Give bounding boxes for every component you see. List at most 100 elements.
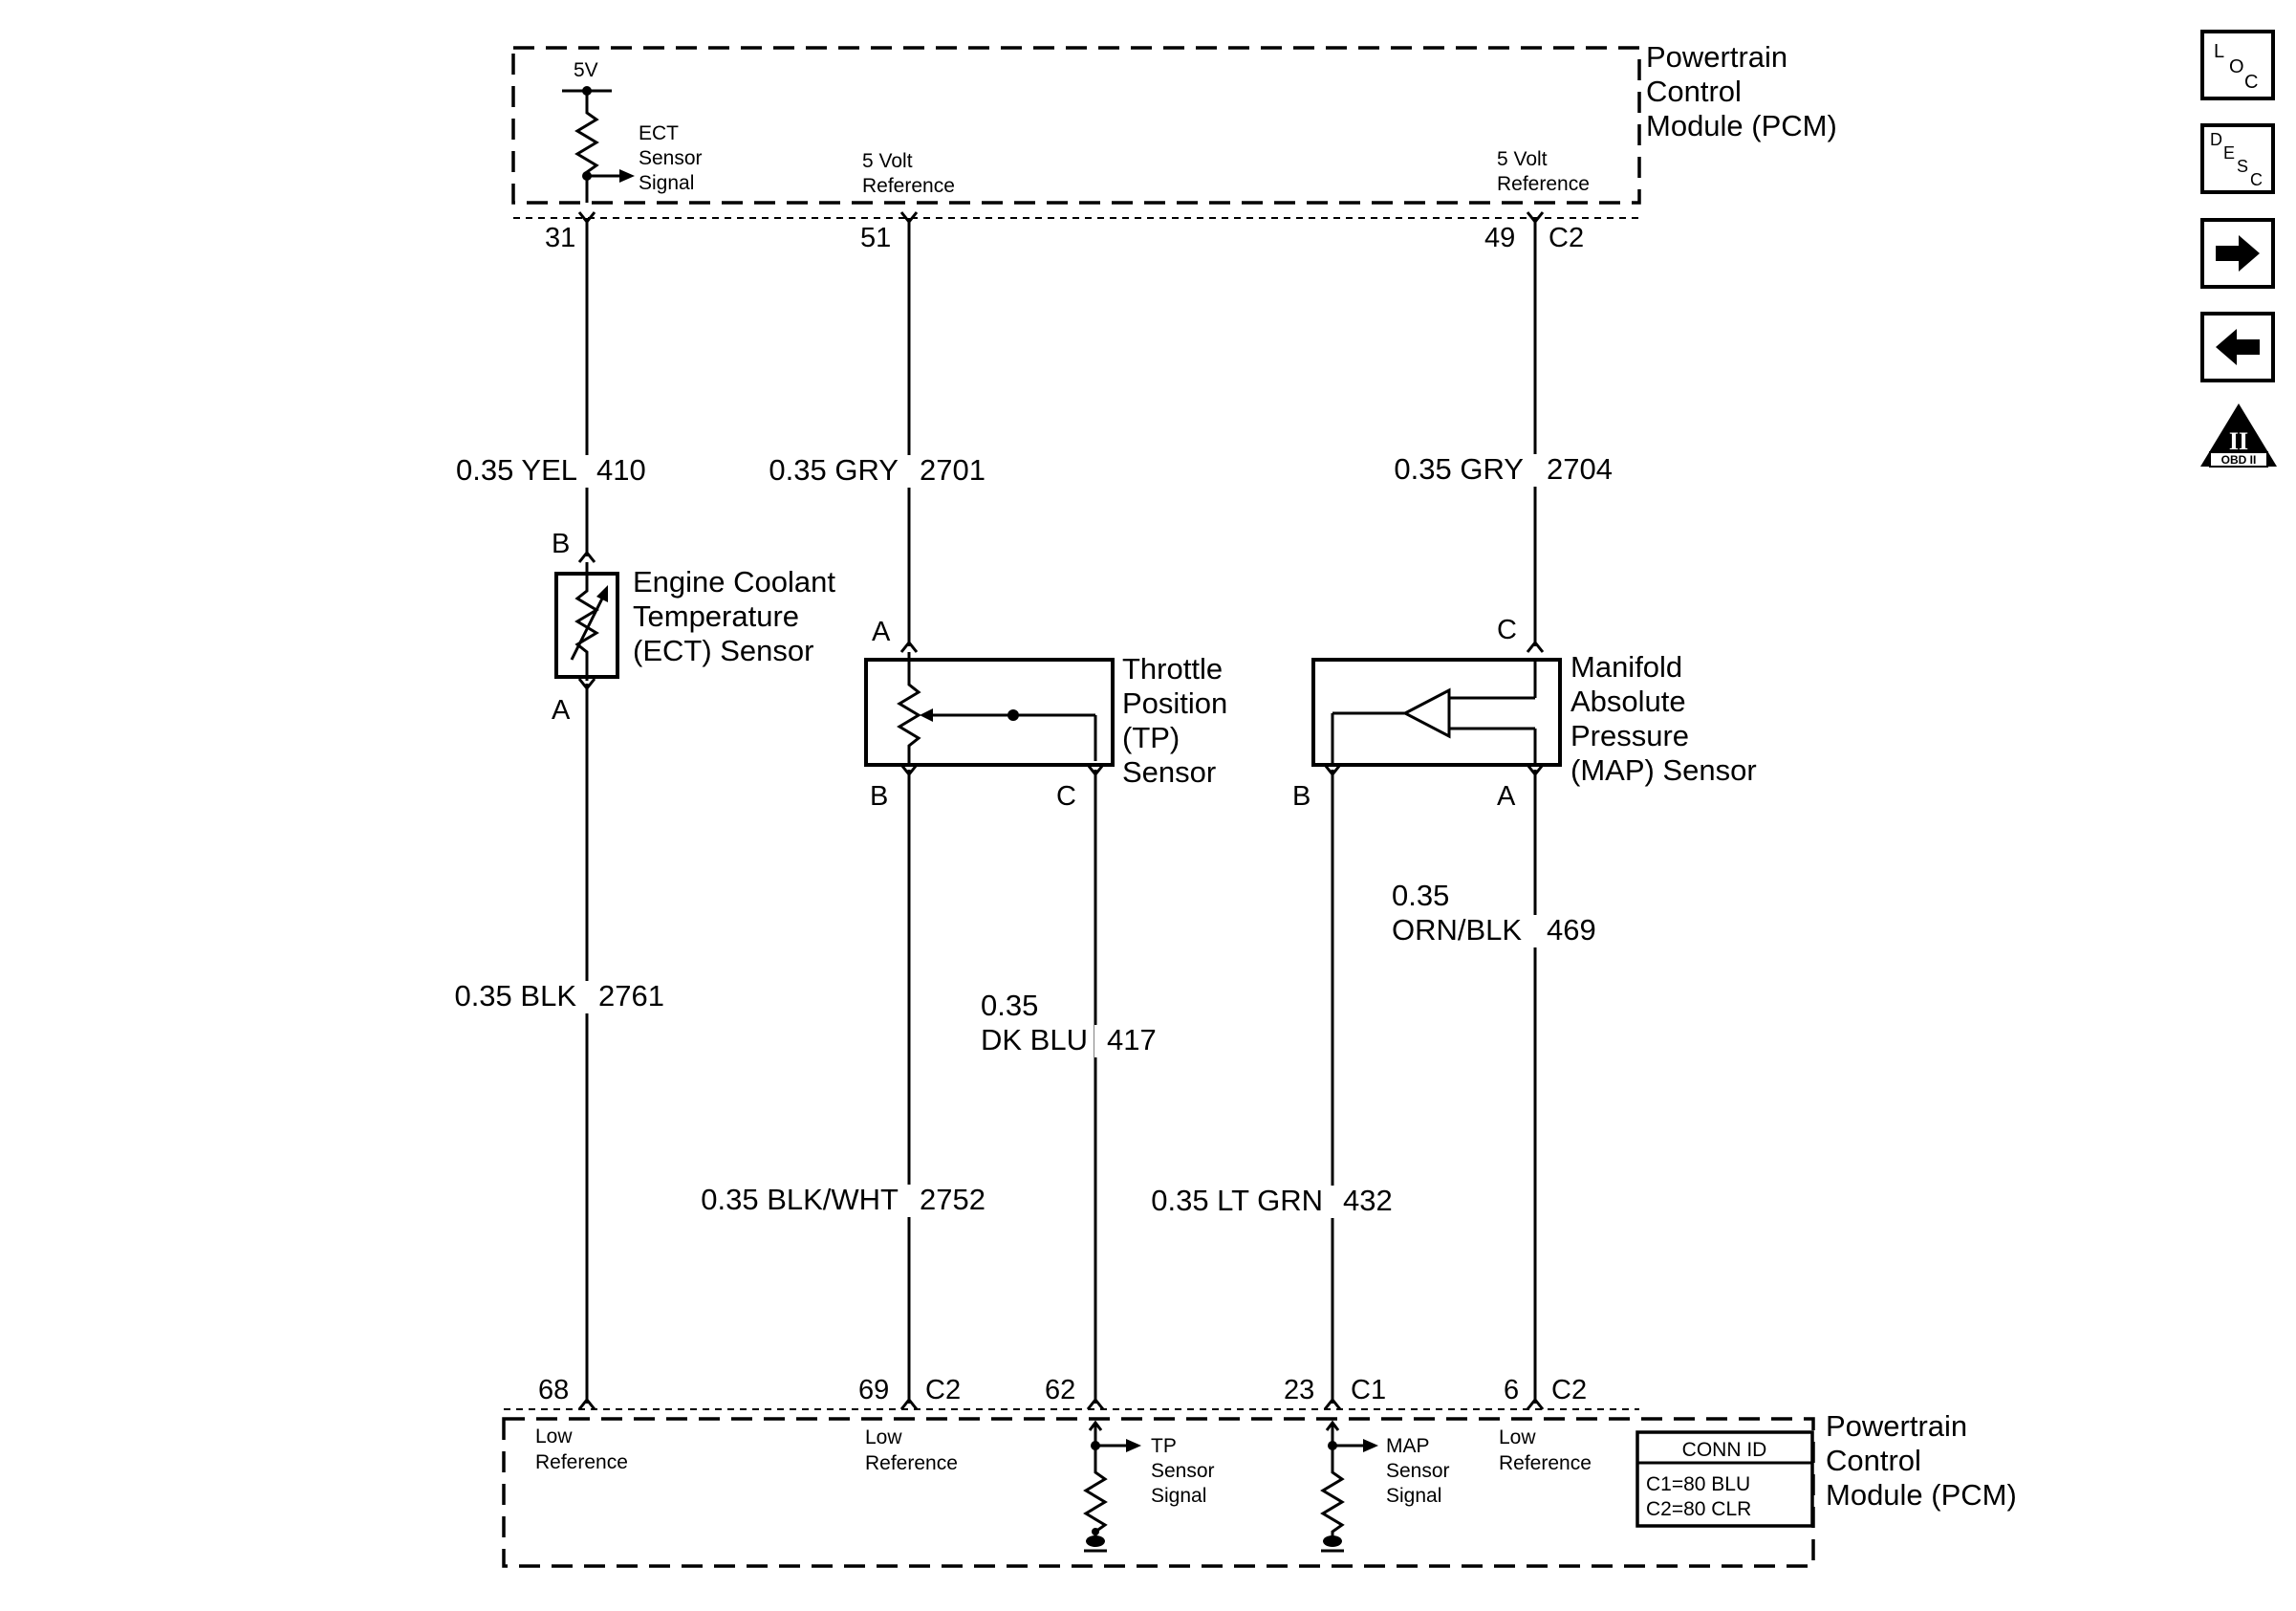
ect-sensor-name-3: (ECT) Sensor — [633, 634, 813, 667]
tp-pulldown-resistor — [1083, 1423, 1108, 1541]
desc-letter-s: S — [2237, 157, 2248, 176]
wire-417-circuit: 417 — [1107, 1023, 1157, 1056]
pin-49: 49 — [1484, 223, 1515, 253]
wire-410-circuit: 410 — [596, 453, 646, 487]
back-arrow-shape — [2216, 329, 2260, 365]
wire-2701-gauge: 0.35 GRY — [769, 453, 899, 487]
description-icon[interactable] — [2200, 123, 2275, 194]
wire-469-gauge-2: ORN/BLK — [1392, 913, 1522, 947]
pin-68: 68 — [538, 1375, 569, 1405]
pcm-bottom-title-2: Control — [1826, 1444, 1921, 1477]
ect-variable-arrow-head — [596, 585, 608, 602]
tp-signal-label-1: TP — [1151, 1435, 1177, 1457]
tp-pin-a: A — [872, 617, 891, 647]
tp-ground-node — [1092, 1528, 1099, 1535]
tp-signal-label-2: Sensor — [1151, 1460, 1215, 1482]
pcm-bottom-title-3: Module (PCM) — [1826, 1478, 2017, 1512]
conn-id-box — [1635, 1430, 1814, 1528]
obd-numeral: II — [2229, 427, 2248, 455]
connector-c2-tp-low: C2 — [925, 1375, 961, 1405]
map-pin-b: B — [1292, 781, 1310, 812]
terminal-68 — [577, 1397, 596, 1410]
tp-sensor-name-1: Throttle — [1122, 652, 1223, 686]
obd-label: OBD II — [2221, 453, 2257, 467]
map-signal-label-1: MAP — [1386, 1435, 1430, 1457]
wire-417-gauge-2: DK BLU — [981, 1023, 1088, 1056]
loc-letter-o: O — [2229, 56, 2244, 77]
terminal-map-c — [1526, 640, 1545, 653]
wire-label-gap — [1531, 915, 1538, 947]
pin-51: 51 — [860, 223, 891, 253]
terminal-tp-a — [899, 640, 919, 653]
location-button[interactable]: L O C — [2200, 30, 2275, 100]
pin-23: 23 — [1284, 1375, 1314, 1405]
tp-pin-c: C — [1056, 781, 1076, 812]
tp-sensor: A B C Throttle Position (TP) Sensor — [864, 617, 1227, 812]
map-sensor-name-3: Pressure — [1570, 719, 1689, 752]
map-signal-label-2: Sensor — [1386, 1460, 1450, 1482]
low-ref-2-line-1: Low — [865, 1426, 902, 1448]
ect-pullup-resistor — [574, 91, 599, 203]
ect-pin-b: B — [552, 529, 570, 559]
next-arrow-shape — [2216, 235, 2260, 272]
terminal-6 — [1526, 1397, 1545, 1410]
terminal-map-b — [1323, 764, 1342, 777]
wire-label-gap — [906, 1185, 913, 1217]
wires — [585, 218, 1537, 1404]
wire-432-gauge: 0.35 LT GRN — [1151, 1184, 1323, 1217]
obd-ii-button[interactable]: II OBD II — [2200, 403, 2277, 468]
map-sensor-name-1: Manifold — [1570, 650, 1682, 684]
terminal-62 — [1086, 1397, 1105, 1410]
wire-410-gauge: 0.35 YEL — [456, 453, 577, 487]
terminal-ect-a — [577, 678, 596, 691]
map-sensor-name-2: Absolute — [1570, 685, 1686, 718]
ect-pin-a: A — [552, 695, 571, 726]
wire-label-gap — [1532, 454, 1538, 487]
map-ground-icon — [1323, 1535, 1342, 1547]
low-ref-1-line-2: Reference — [535, 1451, 628, 1473]
wire-469-circuit: 469 — [1547, 913, 1596, 947]
pin-6: 6 — [1504, 1375, 1519, 1405]
low-ref-1-line-1: Low — [535, 1426, 573, 1448]
connector-c1: C1 — [1351, 1375, 1386, 1405]
supply-5v-label: 5V — [574, 59, 598, 81]
map-pin-a: A — [1497, 781, 1516, 812]
desc-letter-d: D — [2210, 130, 2222, 149]
terminal-51 — [899, 211, 919, 225]
low-ref-3-line-2: Reference — [1499, 1452, 1592, 1474]
wire-2701-circuit: 2701 — [920, 453, 986, 487]
connector-c2-top: C2 — [1549, 223, 1584, 253]
connector-terminals — [577, 211, 1545, 1410]
wire-469-gauge-1: 0.35 — [1392, 879, 1449, 912]
conn-id-table: CONN ID C1=80 BLU C2=80 CLR — [1635, 1430, 1814, 1528]
terminal-31 — [577, 211, 596, 225]
map-sensor: C B A Manifold Absolute Pressure (MAP) S… — [1292, 615, 1757, 812]
ect-sensor-name-1: Engine Coolant — [633, 565, 835, 599]
description-button[interactable]: D E S C — [2200, 123, 2275, 194]
tp-sensor-box — [864, 658, 1115, 767]
terminal-ect-b — [577, 550, 596, 563]
wire-432-circuit: 432 — [1343, 1184, 1393, 1217]
ect-sensor: B A Engine Coolant Temperature (ECT) Sen… — [552, 529, 835, 726]
nav-buttons: L O C D E S C II OBD II — [2200, 30, 2277, 468]
terminal-49 — [1526, 211, 1545, 225]
terminal-tp-b — [899, 764, 919, 777]
wire-label-gap — [1330, 1186, 1336, 1218]
wire-labels: 0.35 YEL 410 0.35 GRY 2701 0.35 GRY 2704… — [454, 452, 1613, 1217]
ect-sensor-name-2: Temperature — [633, 599, 799, 633]
back-button[interactable] — [2200, 312, 2275, 382]
ect-variable-arrow — [570, 594, 606, 661]
tp-signal-label-3: Signal — [1151, 1485, 1206, 1507]
map-amplifier — [1401, 687, 1451, 739]
wire-label-gap — [1094, 1025, 1100, 1057]
pcm-top: Powertrain Control Module (PCM) 5V ECT S… — [511, 40, 1837, 253]
tp-signal-arrow-head — [1126, 1439, 1141, 1452]
pcm-bottom-title-1: Powertrain — [1826, 1409, 1967, 1443]
obd-ii-icon[interactable] — [2200, 403, 2277, 467]
desc-letter-c: C — [2250, 170, 2263, 189]
location-icon[interactable] — [2200, 30, 2275, 100]
tp-sensor-name-3: (TP) — [1122, 721, 1180, 754]
pin-62: 62 — [1045, 1375, 1075, 1405]
low-ref-3-line-1: Low — [1499, 1426, 1536, 1448]
next-button[interactable] — [2200, 218, 2275, 289]
